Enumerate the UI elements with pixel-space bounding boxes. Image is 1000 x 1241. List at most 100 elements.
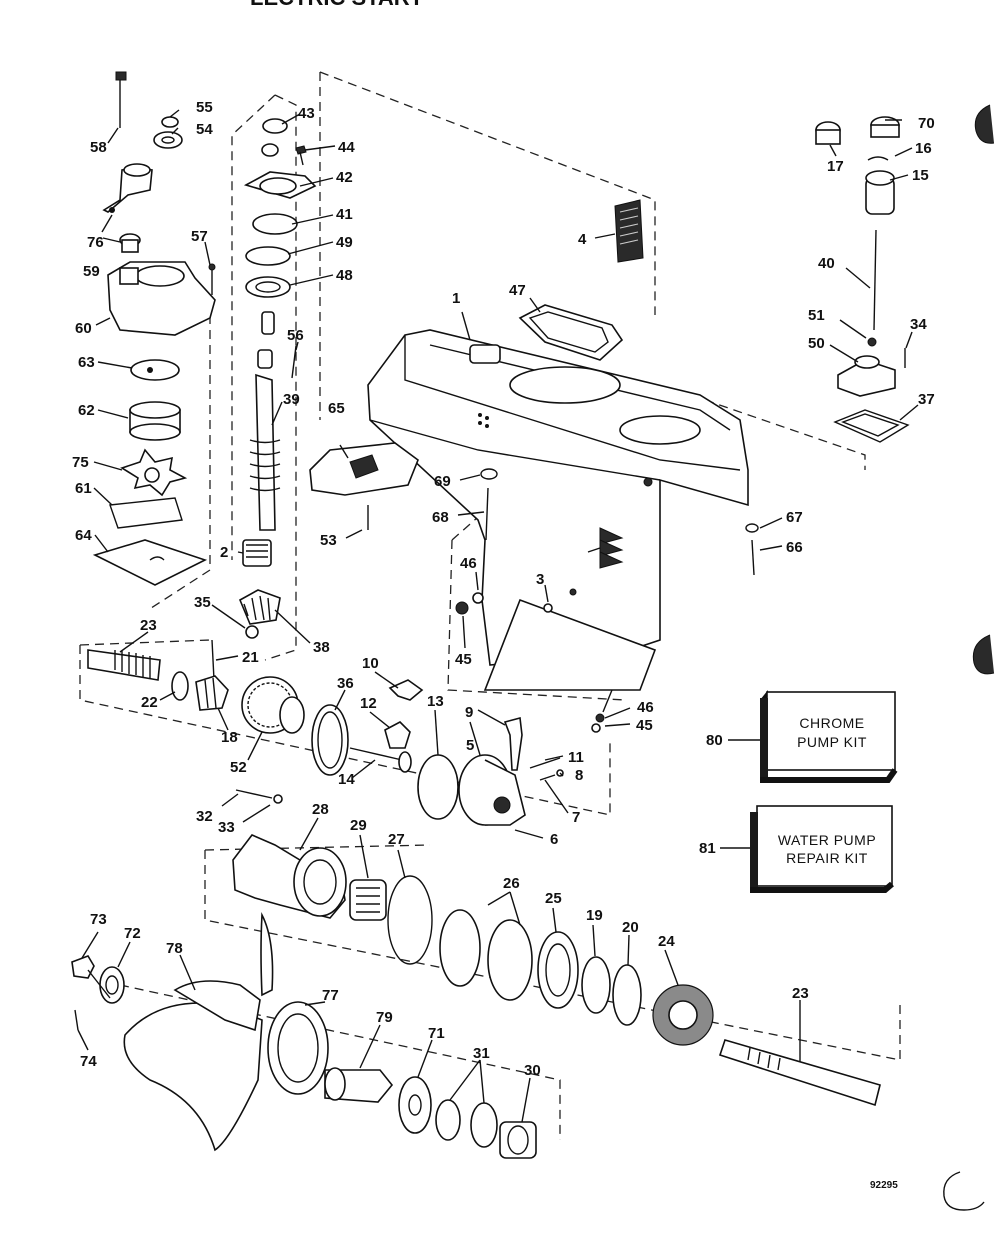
gearcase-housing (367, 329, 749, 691)
callout-23-upper: 23 (140, 617, 157, 634)
callout-2: 2 (220, 544, 228, 561)
callout-74: 74 (80, 1053, 97, 1070)
callout-44: 44 (338, 139, 355, 156)
callout-27: 27 (388, 831, 405, 848)
callout-22: 22 (141, 694, 158, 711)
callout-53: 53 (320, 532, 337, 549)
callout-47: 47 (509, 282, 526, 299)
callout-4: 4 (578, 231, 587, 248)
callout-79: 79 (376, 1009, 393, 1026)
callout-69: 69 (434, 473, 451, 490)
callout-31: 31 (473, 1045, 490, 1062)
chrome-pump-kit: CHROME PUMP KIT (760, 690, 898, 783)
chrome-kit-line2: PUMP KIT (797, 734, 867, 750)
water-pump-repair-kit: WATER PUMP REPAIR KIT (750, 805, 894, 893)
callout-76: 76 (87, 234, 104, 251)
callout-46-right: 46 (637, 699, 654, 716)
callout-75: 75 (72, 454, 89, 471)
callout-41: 41 (336, 206, 353, 223)
callout-59: 59 (83, 263, 100, 280)
callout-65: 65 (328, 400, 345, 417)
callout-19: 19 (586, 907, 603, 924)
callout-45-right: 45 (636, 717, 653, 734)
binder-holes (943, 104, 995, 1211)
callout-9: 9 (465, 704, 473, 721)
callout-1: 1 (452, 290, 460, 307)
callout-10: 10 (362, 655, 379, 672)
callout-11: 11 (568, 749, 584, 766)
water-pump-kit-line2: REPAIR KIT (786, 850, 868, 866)
callout-16: 16 (915, 140, 932, 157)
shift-rod-group (815, 116, 910, 443)
bearing-carrier-group (232, 789, 881, 1107)
callout-71: 71 (428, 1025, 445, 1042)
callout-23-lower: 23 (792, 985, 809, 1002)
callout-77: 77 (322, 987, 339, 1004)
callout-30: 30 (524, 1062, 541, 1079)
figure-number: 92295 (870, 1180, 898, 1191)
water-screen (614, 199, 644, 263)
callout-17: 17 (827, 158, 844, 175)
callout-13: 13 (427, 693, 444, 710)
callout-51: 51 (808, 307, 825, 324)
drive-shaft-stack (211, 118, 317, 681)
callout-73: 73 (90, 911, 107, 928)
callout-6: 6 (550, 831, 558, 848)
callout-78: 78 (166, 940, 183, 957)
callout-33: 33 (218, 819, 235, 836)
callout-54: 54 (196, 121, 213, 138)
callout-12: 12 (360, 695, 377, 712)
plate-65 (309, 442, 419, 530)
callout-61: 61 (75, 480, 92, 497)
callout-40: 40 (818, 255, 835, 272)
callout-38: 38 (313, 639, 330, 656)
callout-32: 32 (196, 808, 213, 825)
callout-49: 49 (336, 234, 353, 251)
callout-37: 37 (918, 391, 935, 408)
callout-81: 81 (699, 840, 716, 857)
callout-58: 58 (90, 139, 107, 156)
top-gasket (518, 304, 624, 361)
callout-60: 60 (75, 320, 92, 337)
callout-55: 55 (196, 99, 213, 116)
callout-3: 3 (536, 571, 544, 588)
callout-57: 57 (191, 228, 208, 245)
callout-45-left: 45 (455, 651, 472, 668)
callout-8: 8 (575, 767, 583, 784)
callout-21: 21 (242, 649, 259, 666)
callout-64: 64 (75, 527, 92, 544)
page-header: LECTRIC START (250, 0, 424, 10)
chrome-kit-line1: CHROME (799, 715, 864, 731)
callout-36: 36 (337, 675, 354, 692)
callout-25: 25 (545, 890, 562, 907)
callout-18: 18 (221, 729, 238, 746)
callout-50: 50 (808, 335, 825, 352)
propeller-group (71, 912, 537, 1159)
callout-7: 7 (572, 809, 580, 826)
callout-29: 29 (350, 817, 367, 834)
callout-70: 70 (918, 115, 935, 132)
callout-39: 39 (283, 391, 300, 408)
callout-14: 14 (338, 771, 355, 788)
callout-20: 20 (622, 919, 639, 936)
callout-66: 66 (786, 539, 803, 556)
callout-26: 26 (503, 875, 520, 892)
callout-35: 35 (194, 594, 211, 611)
callout-56: 56 (287, 327, 304, 344)
callout-15: 15 (912, 167, 929, 184)
callout-28: 28 (312, 801, 329, 818)
callout-68: 68 (432, 509, 449, 526)
callout-5: 5 (466, 737, 474, 754)
callout-34: 34 (910, 316, 927, 333)
callout-46-left: 46 (460, 555, 477, 572)
callout-80: 80 (706, 732, 723, 749)
callout-43: 43 (298, 105, 315, 122)
callout-52: 52 (230, 759, 247, 776)
gear-assembly (87, 649, 564, 826)
leader-lines (77, 109, 919, 1123)
callout-62: 62 (78, 402, 95, 419)
callout-42: 42 (336, 169, 353, 186)
lower-unit-small-parts (455, 468, 759, 733)
callout-72: 72 (124, 925, 141, 942)
